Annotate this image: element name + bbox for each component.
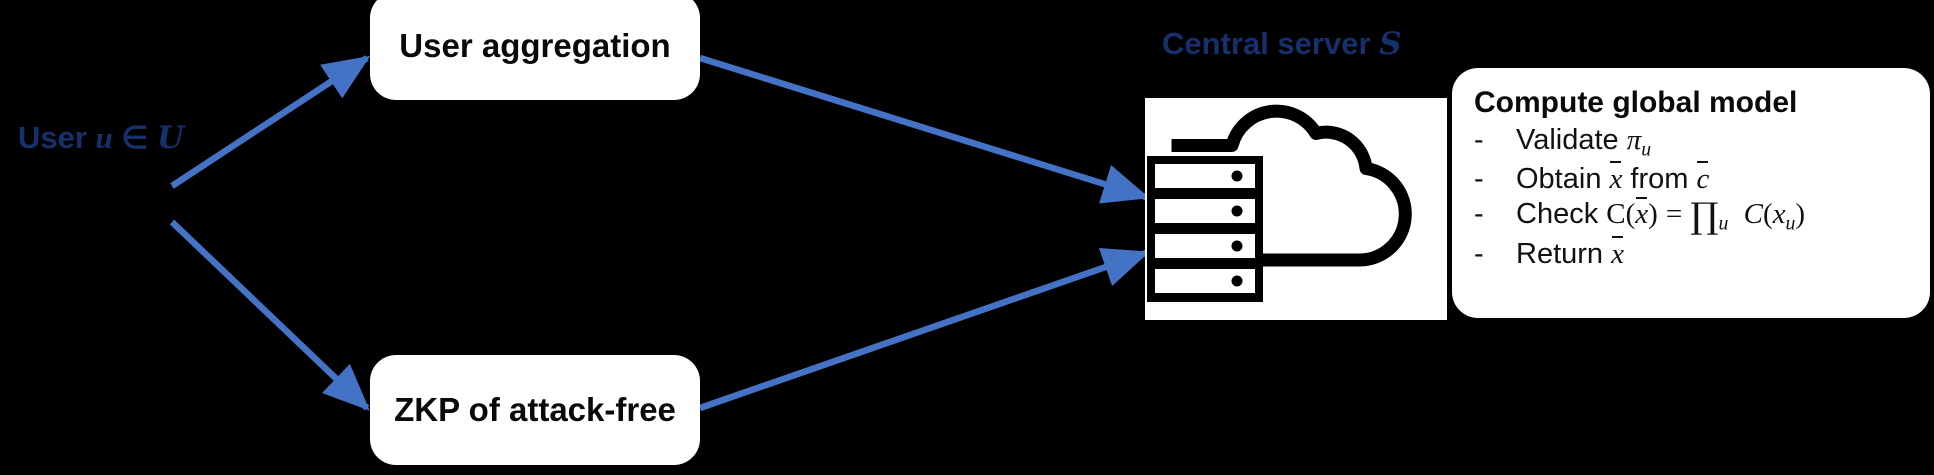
bullet-marker: - [1474, 198, 1484, 231]
central-server-label-prefix: Central server [1162, 26, 1380, 61]
bullet-return: - Return x [1452, 235, 1930, 272]
bullet-text-check: Check C(x) = ∏u C(xu) [1516, 195, 1806, 237]
arrow-user-to-aggregation [170, 55, 371, 189]
bullet-marker: - [1474, 162, 1484, 195]
box-user-aggregation-label: User aggregation [399, 27, 671, 64]
bullet-text-validate: Validate πu [1516, 123, 1652, 160]
box-user-aggregation[interactable]: User aggregation [370, 0, 700, 100]
user-label-prefix: User [18, 120, 96, 155]
status-dot [1231, 170, 1243, 182]
box-zkp-attack-free[interactable]: ZKP of attack-free [370, 355, 700, 465]
status-dot [1231, 240, 1243, 252]
central-server-label-set: S [1379, 26, 1402, 62]
status-dot [1231, 275, 1243, 287]
cloud-server-icon [1147, 104, 1412, 302]
user-label-member: ∈ [112, 120, 158, 155]
bullet-text-obtain: Obtain x from c [1516, 161, 1710, 195]
bullet-obtain: - Obtain x from c [1452, 161, 1930, 197]
arrow-user-to-zkp [169, 219, 370, 411]
central-server-panel [1145, 98, 1447, 320]
cloud-outline [1171, 104, 1412, 267]
central-server-label: Central server S [1162, 28, 1402, 60]
arrow-aggregation-to-server [699, 54, 1150, 204]
bullet-marker: - [1474, 123, 1484, 156]
arrow-zkp-to-server [698, 248, 1150, 412]
bullet-check: - Check C(x) = ∏u C(xu) [1452, 195, 1930, 237]
box-zkp-attack-free-label: ZKP of attack-free [394, 391, 676, 428]
user-label-set: U [157, 120, 185, 156]
user-label: User u ∈ U [18, 122, 184, 154]
bullet-validate: - Validate πu [1452, 124, 1930, 161]
bullet-marker: - [1474, 237, 1484, 270]
status-dot [1231, 205, 1243, 217]
compute-global-model-panel: Compute global model - Validate πu - Obt… [1452, 68, 1930, 318]
compute-panel-title: Compute global model [1474, 86, 1798, 119]
bullet-text-return: Return x [1516, 235, 1624, 270]
user-label-variable: u [95, 120, 113, 155]
